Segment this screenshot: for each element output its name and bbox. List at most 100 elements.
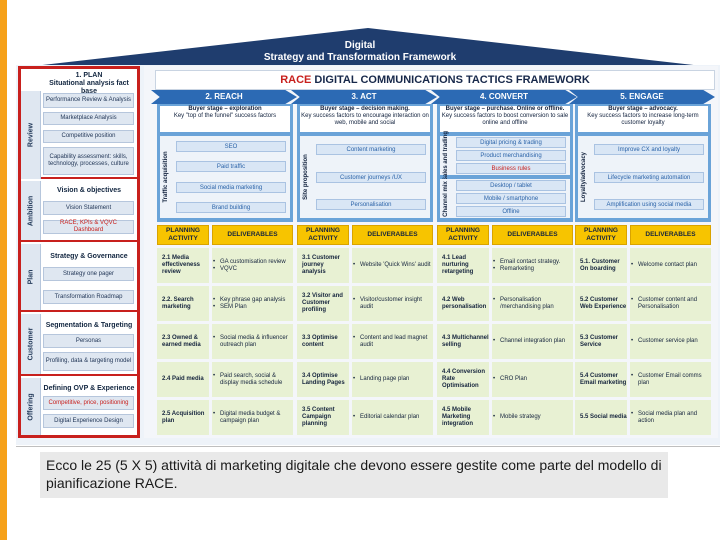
deliverable-item: Social media & influencer outreach plan	[213, 335, 293, 349]
planning-activity: 4.1 Lead nurturing retargeting	[437, 248, 489, 283]
deliverable-item: Content and lead magnet audit	[353, 335, 433, 349]
planning-activity-header: PLANNING ACTIVITY	[157, 225, 209, 245]
planning-activity: 2.5 Acquisition plan	[157, 400, 209, 435]
deliverables-cell: Visitor/customer insight audit	[352, 286, 433, 321]
tactic-group-label-text: Loyalty/advocacy	[580, 151, 587, 203]
tactic-group-label-text: Channel mix	[442, 180, 449, 217]
tactic-item: Offline	[456, 206, 566, 217]
deliverables-cell: Mobile strategy	[492, 400, 573, 435]
side-tab-label: Customer	[27, 327, 34, 361]
buyer-stage-text: Key "top of the funnel" success factors	[173, 113, 277, 119]
caption: Ecco le 25 (5 X 5) attività di marketing…	[40, 452, 668, 498]
roof-title-line2: Strategy and Transformation Framework	[263, 52, 457, 63]
roof-shape	[16, 28, 720, 68]
buyer-stage-title: Buyer stage – exploration	[188, 106, 262, 112]
deliverable-item: Customer service plan	[631, 338, 711, 345]
plan-item: RACE, KPIs & VQVC Dashboard	[43, 220, 134, 234]
tactic-group-label-text: Sales and trading	[442, 130, 449, 181]
divider	[16, 446, 720, 447]
stage-arrow: 5. ENGAGE	[569, 90, 715, 104]
tactic-group-label: Loyalty/advocacy	[578, 136, 589, 218]
left-accent-strip-bottom	[0, 505, 7, 540]
planning-activity-header: PLANNING ACTIVITY	[297, 225, 349, 245]
deliverables-header: DELIVERABLES	[630, 225, 711, 245]
planning-activity: 5.4 Customer Email marketing	[575, 362, 627, 397]
deliverables-cell: Content and lead magnet audit	[352, 324, 433, 359]
deliverables-cell: Editorial calendar plan	[352, 400, 433, 435]
plan-section-customer: Customer Segmentation & Targeting Person…	[21, 314, 137, 376]
stage-arrow: 4. CONVERT	[431, 90, 577, 104]
planning-activity: 4.5 Mobile Marketing integration	[437, 400, 489, 435]
deliverable-item: Website 'Quick Wins' audit	[353, 262, 433, 269]
deliverable-item: Social media plan and action	[631, 411, 711, 425]
tactic-item: Amplification using social media	[594, 198, 704, 210]
tactic-item: Lifecycle marketing automation	[594, 171, 704, 183]
stage-column: Buyer stage – decision making.Key succes…	[297, 104, 433, 222]
plan-title-line2: Situational analysis fact base	[49, 80, 129, 95]
roof-title-line1: Digital	[344, 40, 376, 51]
tactic-item: SEO	[176, 140, 286, 152]
deliverables-cell: Landing page plan	[352, 362, 433, 397]
tactic-item: Product merchandising	[456, 150, 566, 161]
deliverable-item: Mobile strategy	[493, 414, 573, 421]
tactic-group: Sales and trading Digital pricing & tradi…	[440, 130, 570, 181]
deliverable-item: Editorial calendar plan	[353, 414, 433, 421]
deliverable-item: Remarketing	[493, 266, 573, 273]
left-accent-strip	[0, 0, 7, 540]
buyer-stage-title: Buyer stage – purchase. Online or offlin…	[445, 106, 565, 112]
side-tab-label: Plan	[27, 269, 34, 285]
side-tab-label: Offering	[27, 392, 34, 421]
plan-column: 1. PLAN Situational analysis fact base R…	[18, 66, 140, 438]
deliverables-cell: Key phrase gap analysisSEM Plan	[212, 286, 293, 321]
planning-activity: 4.2 Web personalisation	[437, 286, 489, 321]
tactic-group-label: Sales and trading	[440, 130, 451, 180]
buyer-stage-text: Key success factors to increase long-ter…	[587, 113, 699, 126]
roof-title: Digital Strategy and Transformation Fram…	[230, 40, 490, 64]
plan-item: Personas	[43, 334, 134, 348]
deliverables-cell: Digital media budget & campaign plan	[212, 400, 293, 435]
tactic-item: Mobile / smartphone	[456, 193, 566, 204]
side-tab-label: Review	[27, 122, 34, 148]
deliverable-item: Email contact strategy.	[493, 259, 573, 266]
deliverables-cell: Social media plan and action	[630, 400, 711, 435]
section-title: Vision & objectives	[56, 187, 122, 194]
section-title: Segmentation & Targeting	[45, 322, 133, 329]
tactic-group-label: Site proposition	[300, 136, 311, 218]
side-tab-offering: Offering	[21, 378, 41, 435]
plan-item: Competitive, price, positioning	[43, 396, 134, 410]
plan-item: Performance Review & Analysis	[43, 93, 134, 108]
planning-activity-header: PLANNING ACTIVITY	[437, 225, 489, 245]
stage-arrow: 2. REACH	[151, 90, 297, 104]
deliverable-item: Key phrase gap analysis	[213, 297, 293, 304]
deliverable-item: Channel integration plan	[493, 338, 573, 345]
section-title: Defining OVP & Experience	[43, 385, 135, 392]
stage-arrow: 3. ACT	[291, 90, 437, 104]
tactic-item: Brand building	[176, 202, 286, 214]
planning-activity: 2.4 Paid media	[157, 362, 209, 397]
deliverable-item: Customer content and Personalisation	[631, 297, 711, 311]
buyer-stage: Buyer stage – decision making.Key succes…	[300, 106, 430, 132]
planning-activity: 2.2. Search marketing	[157, 286, 209, 321]
tactic-item: Personalisation	[316, 198, 426, 210]
buyer-stage: Buyer stage – purchase. Online or offlin…	[440, 106, 570, 132]
deliverables-cell: Customer Email comms plan	[630, 362, 711, 397]
plan-section-plan: Plan Strategy & Governance Strategy one …	[21, 244, 137, 312]
planning-activity: 5.1. Customer On boarding	[575, 248, 627, 283]
tactic-item: Business rules	[456, 163, 566, 174]
deliverable-item: Personalisation /merchandising plan	[493, 297, 573, 311]
planning-activity: 5.5 Social media	[575, 400, 627, 435]
plan-item: Strategy one pager	[43, 267, 134, 281]
tactic-item: Customer journeys /UX	[316, 171, 426, 183]
planning-activity: 3.5 Content Campaign planning	[297, 400, 349, 435]
deliverables-header: DELIVERABLES	[492, 225, 573, 245]
tactic-item: Digital pricing & trading	[456, 137, 566, 148]
deliverables-cell: Channel integration plan	[492, 324, 573, 359]
buyer-stage-title: Buyer stage – decision making.	[320, 106, 410, 112]
deliverable-item: SEM Plan	[213, 304, 293, 311]
tactic-group-label: Traffic acquisition	[160, 136, 171, 218]
side-tab-ambition: Ambition	[21, 181, 41, 240]
deliverables-cell: GA customisation reviewVQVC	[212, 248, 293, 283]
